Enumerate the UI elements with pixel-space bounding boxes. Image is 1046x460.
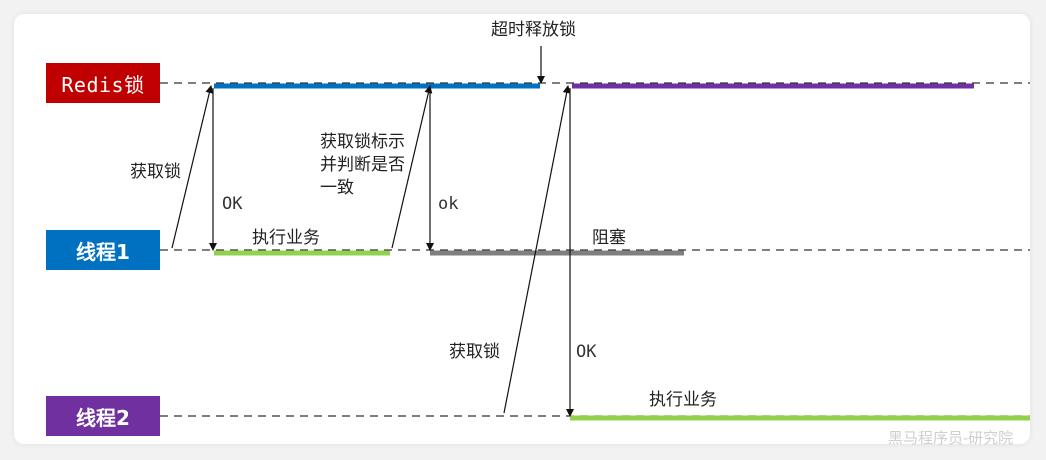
thread2-lane-label: 线程2 [46,396,160,436]
thread1-ok2-label: ok [438,194,459,214]
watermark: 黑马程序员-研究院 [888,429,1014,447]
check-lock-id-label-line1: 获取锁标示 [320,132,405,152]
thread2-ok-label: OK [576,342,597,362]
thread1-task-label: 执行业务 [252,228,320,248]
thread1-check-arrow [391,85,433,249]
thread1-lane-label: 线程1 [46,230,160,270]
timeout-release-label: 超时释放锁 [491,20,576,40]
redis-lane-label: Redis锁 [46,63,160,103]
thread1-acquire-label: 获取锁 [130,162,181,182]
check-lock-id-label-line2: 并判断是否 [320,155,405,175]
thread1-acquire-arrow [171,85,214,249]
thread2-acquire-label: 获取锁 [449,342,500,362]
check-lock-id-label-line3: 一致 [320,178,354,198]
thread2-acquire-arrow [503,85,571,414]
thread2-task-label: 执行业务 [649,390,717,410]
thread1-blocked-label: 阻塞 [592,228,626,248]
thread1-ok-label: OK [222,194,243,214]
